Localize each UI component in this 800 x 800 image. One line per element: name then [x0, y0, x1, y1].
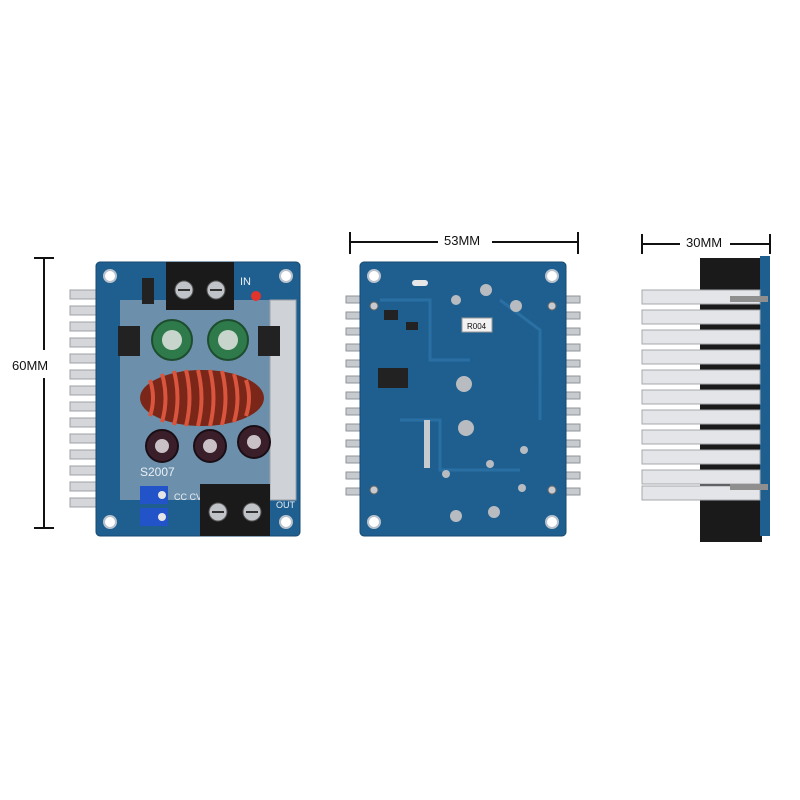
model-label: S2007	[140, 465, 175, 479]
width-dimension-line	[349, 232, 579, 254]
board-top-view: IN	[69, 261, 301, 537]
side-pcb-edge	[760, 256, 770, 536]
board-bottom-view: R004	[345, 261, 581, 537]
depth-dimension-label: 30MM	[684, 235, 725, 250]
mount-holes-top	[103, 269, 293, 529]
out-label: OUT	[276, 500, 296, 510]
mosfet-right	[258, 326, 280, 356]
width-dimension-label: 53MM	[442, 233, 483, 248]
in-label: IN	[240, 276, 251, 288]
left-heatsink-pins	[345, 295, 367, 496]
bottom-pcb	[359, 261, 567, 537]
output-terminal	[200, 484, 270, 536]
side-screws	[730, 296, 768, 490]
inductor-coil	[140, 369, 264, 427]
mount-holes-bottom	[367, 269, 559, 529]
input-capacitors	[145, 425, 271, 463]
output-capacitors	[151, 319, 249, 361]
potentiometers	[140, 486, 168, 526]
resistor-code: R004	[467, 322, 487, 331]
shunt-resistor	[461, 317, 493, 333]
solder-pads	[442, 284, 528, 522]
height-dimension-line	[34, 257, 54, 529]
depth-dimension-line	[641, 234, 771, 254]
height-dimension-label: 60MM	[10, 358, 51, 373]
cc-cv-label: CC CV	[174, 492, 202, 502]
power-led	[251, 291, 261, 301]
input-terminal	[166, 262, 234, 310]
mosfet-left	[118, 326, 140, 356]
slide-switch	[142, 278, 154, 304]
board-side-view	[641, 256, 770, 542]
screw-heads	[369, 301, 557, 495]
smd-components	[378, 280, 430, 468]
